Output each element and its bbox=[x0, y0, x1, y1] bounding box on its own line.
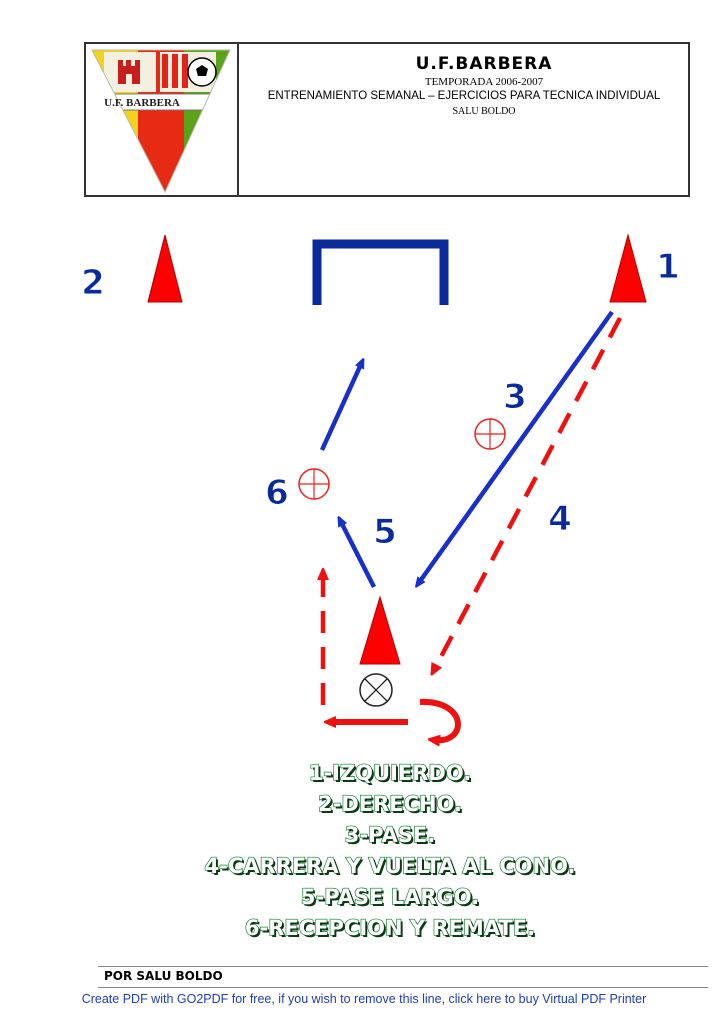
player-marker-start bbox=[359, 673, 393, 707]
pass-arrow-long bbox=[418, 310, 614, 584]
footer-band: POR SALU BOLDO bbox=[98, 966, 708, 988]
label-4: 4 bbox=[548, 499, 572, 539]
legend-item: 4-CARRERA Y VUELTA AL CONO. bbox=[204, 853, 576, 878]
pass-arrow-short bbox=[340, 520, 377, 589]
player-marker-3 bbox=[474, 418, 506, 450]
label-5: 5 bbox=[373, 512, 397, 552]
legend-item: 6-RECEPCION Y REMATE. bbox=[244, 915, 536, 940]
header-text-block: U.F.BARBERA TEMPORADA 2006-2007 ENTRENAM… bbox=[244, 54, 684, 117]
shot-arrow bbox=[319, 362, 362, 451]
header-author: SALU BOLDO bbox=[452, 106, 516, 117]
season: TEMPORADA 2006-2007 bbox=[424, 76, 544, 88]
pdf-banner-link[interactable]: Create PDF with GO2PDF for free, if you … bbox=[81, 992, 647, 1006]
legend-item: 1-IZQUIERDO. bbox=[308, 760, 472, 785]
exercise-legend: 1-IZQUIERDO. 2-DERECHO. 3-PASE. 4-CARRER… bbox=[150, 758, 630, 944]
cone-left bbox=[147, 234, 183, 303]
header-divider bbox=[237, 44, 239, 195]
club-crest-icon: U.F. BARBERA bbox=[91, 49, 231, 194]
legend-item: 5-PASE LARGO. bbox=[300, 884, 480, 909]
label-1: 1 bbox=[656, 247, 680, 287]
club-logo: U.F. BARBERA bbox=[90, 48, 232, 194]
club-name: U.F.BARBERA bbox=[415, 54, 553, 74]
run-arrow-diagonal bbox=[434, 316, 622, 670]
header-box: U.F. BARBERA U.F.BARBERA TEMPORADA 2006-… bbox=[84, 42, 690, 197]
label-3: 3 bbox=[503, 377, 527, 417]
cone-right bbox=[609, 233, 647, 303]
cone-center bbox=[359, 595, 401, 665]
player-marker-6 bbox=[298, 468, 330, 500]
session-subtitle: ENTRENAMIENTO SEMANAL – EJERCICIOS PARA … bbox=[267, 90, 661, 102]
footer-author: POR SALU BOLDO bbox=[104, 969, 223, 983]
legend-item: 3-PASE. bbox=[344, 822, 436, 847]
legend-item: 2-DERECHO. bbox=[317, 791, 462, 816]
label-2: 2 bbox=[81, 263, 105, 303]
label-6: 6 bbox=[265, 473, 289, 513]
logo-text: U.F. BARBERA bbox=[104, 97, 180, 109]
turn-around-cone-arrow bbox=[419, 698, 461, 740]
goal bbox=[312, 239, 449, 305]
